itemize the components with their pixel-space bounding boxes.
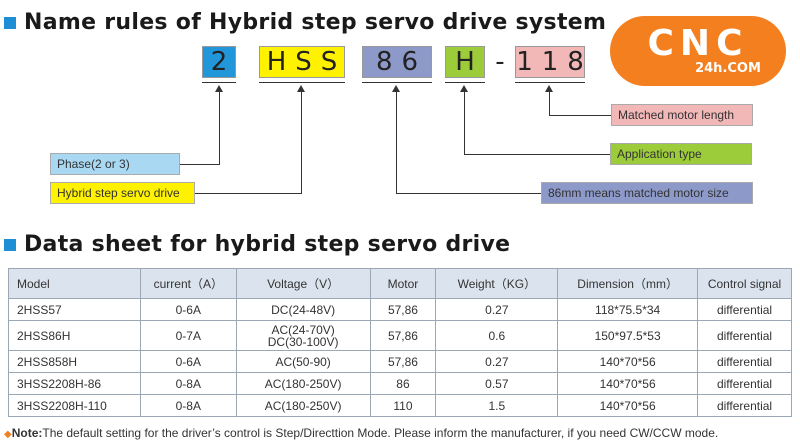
cell-control: differential — [697, 372, 792, 395]
cell-dimension: 118*75.5*34 — [557, 298, 699, 321]
cell-weight: 0.6 — [435, 320, 559, 351]
underline-size — [362, 82, 432, 83]
connector-phase-v — [219, 92, 220, 165]
cell-motor: 57,86 — [369, 320, 437, 351]
heading-text: Name rules of Hybrid step servo drive sy… — [24, 10, 607, 35]
arrow-up-icon — [215, 85, 223, 92]
table-row: 2HSS86H 0-7A AC(24-70V) DC(30-100V) 57,8… — [8, 320, 792, 351]
label-motor-size: 86mm means matched motor size — [541, 182, 753, 204]
code-type: H — [445, 46, 485, 78]
underline-type — [445, 82, 485, 83]
label-application: Application type — [610, 143, 752, 165]
cell-model: 3HSS2208H-110 — [8, 394, 141, 417]
cell-model: 3HSS2208H-86 — [8, 372, 141, 395]
table-header-row: Model current（A） Voltage（V） Motor Weight… — [8, 268, 792, 299]
table-row: 2HSS57 0-6A DC(24-48V) 57,86 0.27 118*75… — [8, 298, 792, 321]
label-phase: Phase(2 or 3) — [50, 153, 180, 175]
cell-voltage-line2: DC(30-100V) — [267, 334, 339, 349]
column-header: Weight（KG） — [435, 268, 559, 299]
cell-voltage: DC(24-48V) — [235, 298, 371, 321]
code-hss: HSS — [259, 46, 345, 78]
cell-motor: 57,86 — [369, 298, 437, 321]
cell-weight: 0.57 — [435, 372, 559, 395]
column-header: Voltage（V） — [235, 268, 371, 299]
cell-current: 0-6A — [139, 350, 237, 373]
cell-current: 0-6A — [139, 298, 237, 321]
note-label: Note: — [11, 426, 43, 440]
cell-dimension: 140*70*56 — [557, 372, 699, 395]
cell-motor: 86 — [369, 372, 437, 395]
cell-motor: 57,86 — [369, 350, 437, 373]
column-header: Motor — [369, 268, 437, 299]
connector-size-h — [396, 193, 541, 194]
heading-square-icon — [4, 238, 16, 251]
column-header: Model — [8, 268, 141, 299]
table-row: 2HSS858H 0-6A AC(50-90) 57,86 0.27 140*7… — [8, 350, 792, 373]
heading-square-icon — [4, 16, 16, 29]
table-row: 3HSS2208H-110 0-8A AC(180-250V) 110 1.5 … — [8, 394, 792, 417]
cell-voltage: AC(24-70V) DC(30-100V) — [235, 320, 371, 351]
connector-length-v — [549, 92, 550, 116]
cell-control: differential — [697, 298, 792, 321]
cell-voltage: AC(180-250V) — [235, 394, 371, 417]
code-size: 86 — [362, 46, 432, 78]
logo-main-text: CNC — [647, 23, 749, 64]
cell-dimension: 140*70*56 — [557, 394, 699, 417]
cell-voltage: AC(180-250V) — [235, 372, 371, 395]
cell-current: 0-7A — [139, 320, 237, 351]
connector-application-v — [464, 92, 465, 155]
logo-sub-text: 24h.COM — [695, 61, 761, 76]
code-dash: - — [495, 47, 505, 77]
cell-control: differential — [697, 320, 792, 351]
cell-weight: 1.5 — [435, 394, 559, 417]
cnc24h-logo: CNC 24h.COM — [610, 16, 786, 86]
underline-length — [515, 82, 585, 83]
arrow-up-icon — [545, 85, 553, 92]
label-motor-length: Matched motor length — [611, 104, 753, 126]
note-text: The default setting for the driver’s con… — [42, 426, 719, 440]
column-header: current（A） — [139, 268, 237, 299]
section-heading-data-sheet: Data sheet for hybrid step servo drive — [4, 232, 510, 257]
code-phase: 2 — [202, 46, 236, 78]
cell-dimension: 140*70*56 — [557, 350, 699, 373]
connector-hybrid-v — [301, 92, 302, 194]
footnote: ◆Note:The default setting for the driver… — [4, 426, 718, 440]
cell-dimension: 150*97.5*53 — [557, 320, 699, 351]
cell-voltage: AC(50-90) — [235, 350, 371, 373]
cell-weight: 0.27 — [435, 350, 559, 373]
cell-control: differential — [697, 350, 792, 373]
heading-text: Data sheet for hybrid step servo drive — [24, 232, 511, 257]
underline-hss — [259, 82, 345, 83]
diamond-bullet-icon: ◆ — [4, 429, 12, 440]
cell-model: 2HSS86H — [8, 320, 141, 351]
cell-voltage-line1: AC(24-70V) — [271, 322, 335, 337]
arrow-up-icon — [460, 85, 468, 92]
code-length: 118 — [515, 46, 593, 78]
connector-size-v — [396, 92, 397, 194]
arrow-up-icon — [297, 85, 305, 92]
column-header: Dimension（mm） — [557, 268, 699, 299]
label-hybrid: Hybrid step servo drive — [50, 182, 195, 204]
data-sheet-table: Model current（A） Voltage（V） Motor Weight… — [8, 268, 792, 417]
connector-hybrid-h — [195, 193, 302, 194]
cell-current: 0-8A — [139, 394, 237, 417]
table-row: 3HSS2208H-86 0-8A AC(180-250V) 86 0.57 1… — [8, 372, 792, 395]
cell-weight: 0.27 — [435, 298, 559, 321]
cell-control: differential — [697, 394, 792, 417]
cell-motor: 110 — [369, 394, 437, 417]
cell-model: 2HSS858H — [8, 350, 141, 373]
arrow-up-icon — [392, 85, 400, 92]
cell-model: 2HSS57 — [8, 298, 141, 321]
section-heading-name-rules: Name rules of Hybrid step servo drive sy… — [4, 10, 606, 35]
cell-current: 0-8A — [139, 372, 237, 395]
connector-phase-h — [180, 164, 220, 165]
underline-phase — [202, 82, 236, 83]
column-header: Control signal — [697, 268, 792, 299]
connector-length-h — [549, 115, 611, 116]
connector-application-h — [464, 154, 610, 155]
